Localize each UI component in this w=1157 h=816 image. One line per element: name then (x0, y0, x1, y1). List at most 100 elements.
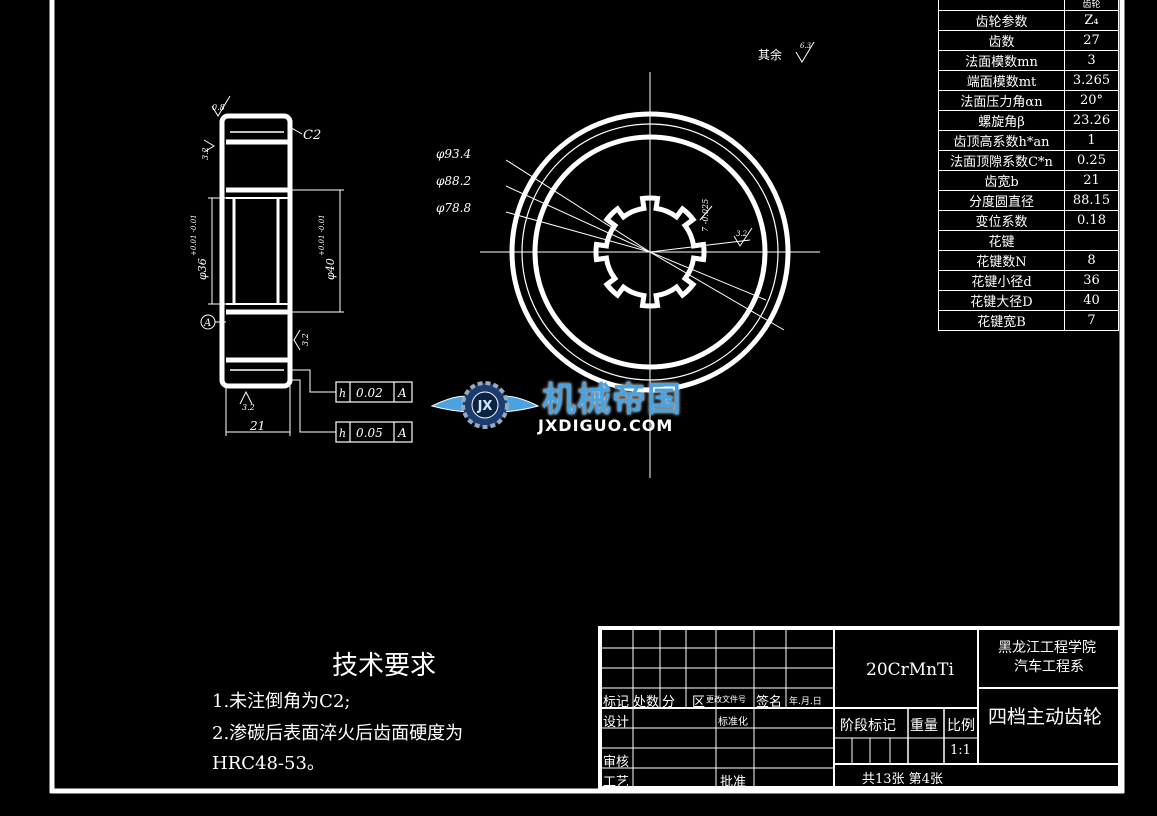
zone-label: 分 (662, 695, 676, 710)
material-label: 20CrMnTi (866, 660, 954, 680)
param-label: 端面模数mt (938, 69, 1065, 91)
param-value: 23.26 (1064, 109, 1119, 131)
title-block (598, 626, 1122, 790)
param-label: 花键大径D (938, 289, 1065, 311)
rest-roughness-label: 其余 (758, 47, 782, 62)
scale-label: 比例 (947, 718, 975, 734)
param-value: 8 (1064, 249, 1119, 271)
datum-label: A (203, 318, 211, 329)
process-label: 工艺 (603, 775, 630, 790)
param-value: 21 (1064, 169, 1119, 191)
param-value: 7 (1064, 309, 1119, 331)
chamfer-label: C2 (303, 128, 321, 143)
param-label: 齿轮参数 (938, 9, 1065, 31)
standard-label: 标准化 (718, 717, 748, 728)
part-name: 四档主动齿轮 (988, 706, 1103, 728)
spline-hole (593, 195, 707, 309)
approve-label: 批准 (720, 775, 747, 790)
param-label: 花键数N (938, 249, 1065, 271)
table-row: 花键 (938, 229, 1119, 251)
design-label: 设计 (603, 715, 630, 730)
param-value: 3.265 (1064, 69, 1119, 91)
logo-letters: JX (477, 399, 493, 414)
zone-label-2: 区 (692, 695, 706, 710)
spline-width-tol: 7 -0.025 (701, 199, 710, 232)
review-label: 审核 (603, 755, 630, 770)
param-label: 变位系数 (938, 209, 1065, 231)
sheet-count: 共13张 第4张 (862, 772, 943, 787)
rough-bottom-label: 3.2 (242, 403, 255, 412)
watermark-cn: 机械帝国 (542, 380, 682, 420)
watermark-en: JXDIGUO.COM (538, 416, 674, 435)
tol1-datum: A (397, 386, 407, 400)
gear-section-view (200, 95, 413, 443)
param-label: 花键小径d (938, 269, 1065, 291)
param-value: 88.15 (1064, 189, 1119, 211)
logo-wings-icon: JX (430, 381, 540, 429)
tol2-symbol: h (339, 427, 346, 440)
param-value: 36 (1064, 269, 1119, 291)
param-label: 法面压力角αn (938, 89, 1065, 111)
rest-roughness-value: 6.3 (800, 42, 812, 50)
d-root-label: φ78.8 (436, 201, 471, 215)
param-label: 齿数 (938, 29, 1065, 51)
table-cell-header-value: 齿轮 (1064, 0, 1119, 11)
table-cell-header (938, 0, 1065, 11)
d-pitch-label: φ88.2 (436, 174, 471, 188)
tol2-datum: A (397, 426, 407, 440)
param-value: 1 (1064, 129, 1119, 151)
gear-front-view (480, 41, 820, 478)
param-label: 齿顶高系数h*an (938, 129, 1065, 151)
change-doc-label: 更改文件号 (706, 695, 746, 704)
spline-rough-label: 3.2 (736, 230, 748, 238)
param-label: 分度圆直径 (938, 189, 1065, 211)
tol1-symbol: h (339, 387, 346, 400)
param-value: 27 (1064, 29, 1119, 51)
count-label: 处数 (633, 695, 660, 710)
param-label: 法面顶隙系数C*n (938, 149, 1065, 171)
tech-line-2: 2.渗碳后表面淬火后齿面硬度为 (212, 723, 464, 744)
param-value: 0.18 (1064, 209, 1119, 231)
rough-left-label: 3.2 (201, 147, 210, 160)
table-row: 齿轮 (938, 0, 1119, 11)
weight-label: 重量 (910, 718, 938, 734)
dia-outer-label: φ40 (324, 258, 337, 280)
param-value: 20° (1064, 89, 1119, 111)
watermark-logo: JX 机械帝国 JXDIGUO.COM (430, 372, 730, 442)
dia-inner-label: φ36 (196, 258, 209, 280)
param-value: 0.25 (1064, 149, 1119, 171)
stage-mark-label: 阶段标记 (840, 718, 896, 734)
param-label: 法面模数mn (938, 49, 1065, 71)
dia-outer-tol: +0.01 -0.01 (318, 214, 326, 256)
date-label: 年.月.日 (789, 697, 822, 707)
tol1-value: 0.02 (356, 386, 383, 400)
mark-label: 标记 (603, 695, 630, 710)
width-label: 21 (249, 419, 265, 433)
tech-title: 技术要求 (332, 651, 437, 681)
tech-line-1: 1.未注倒角为C2; (212, 691, 351, 712)
dia-inner-tol: +0.01 -0.01 (190, 214, 198, 256)
param-label: 螺旋角β (938, 109, 1065, 131)
param-value: 40 (1064, 289, 1119, 311)
rough-right-label: 3.2 (301, 333, 310, 346)
tol2-value: 0.05 (356, 426, 383, 440)
scale-value: 1:1 (950, 743, 971, 758)
school-name: 黑龙江工程学院 (998, 640, 1096, 656)
department-name: 汽车工程系 (1014, 659, 1084, 675)
